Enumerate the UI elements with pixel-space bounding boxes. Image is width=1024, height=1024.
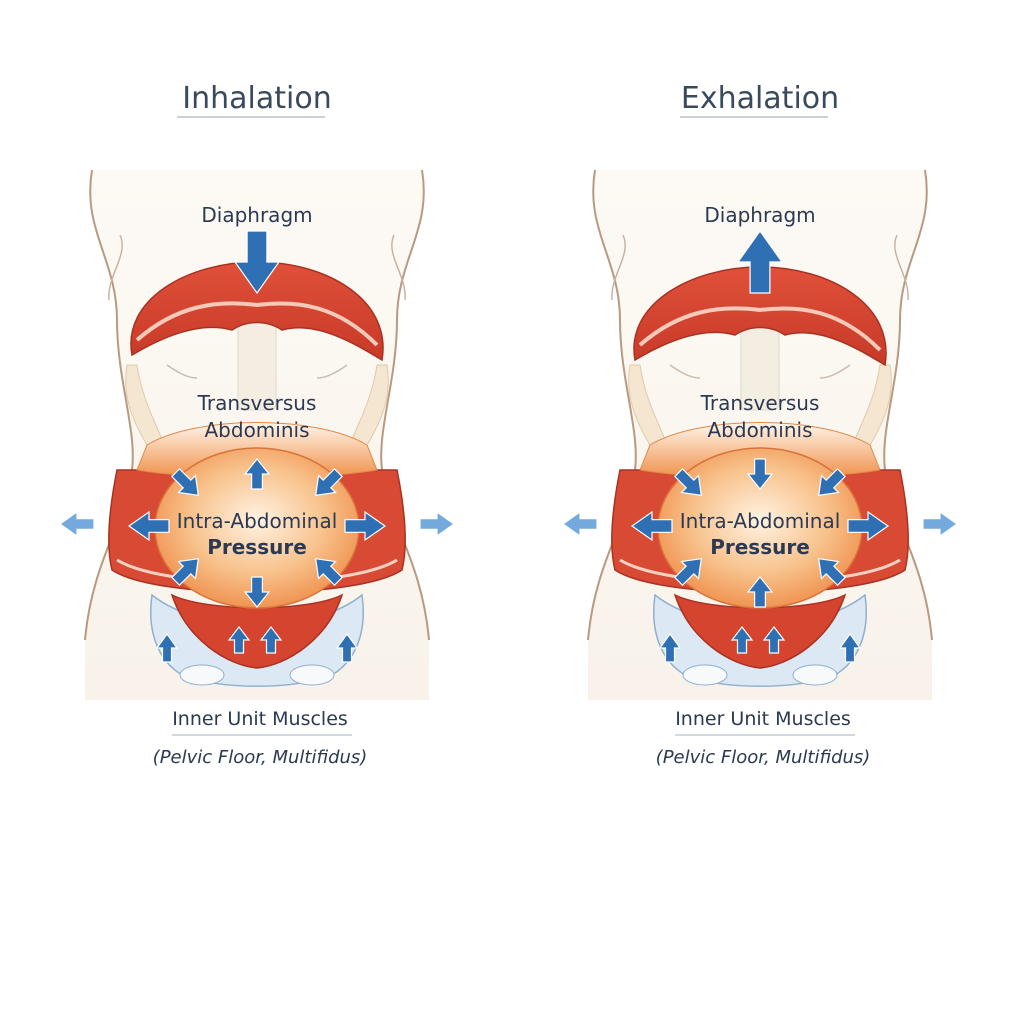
outer-left-arrow-icon: [58, 510, 95, 538]
iap-top-arrow-icon: [243, 458, 271, 490]
diaphragm-muscle: [130, 261, 384, 362]
arm-line: [894, 234, 909, 301]
side-right-arrow-icon: [847, 510, 890, 542]
torso-outline-right: [380, 169, 430, 641]
iap-diagonal-arrow-icon: [674, 557, 703, 586]
outer-right-arrow-icon: [419, 510, 456, 538]
pelvic-floor-up-arrow-icon: [730, 626, 754, 654]
diaphragm-down-arrow-icon: [233, 230, 281, 295]
rib-line: [819, 364, 851, 379]
pelvic-up-arrow-icon: [658, 632, 682, 663]
torso-outline-right: [883, 169, 933, 641]
pelvic-up-arrow-icon: [838, 632, 862, 663]
diaphragm-label: Diaphragm: [704, 203, 815, 227]
femur-head: [792, 664, 838, 686]
intra-abdominal-pressure-label: Pressure: [710, 535, 810, 559]
intra-abdominal-pressure-label: Intra-Abdominal: [177, 509, 338, 533]
panel-title: Inhalation: [182, 81, 331, 116]
inner-unit-muscles-label: Inner Unit Muscles: [675, 708, 851, 730]
iap-top-arrow-icon: [746, 458, 774, 490]
arm-line: [611, 234, 626, 301]
pelvic-floor-up-arrow-icon: [762, 626, 786, 654]
inner-unit-muscles-sublabel: (Pelvic Floor, Multifidus): [153, 747, 368, 768]
panel-title: Exhalation: [681, 81, 839, 116]
diaphragm-tendon: [638, 306, 882, 352]
diaphragm-tendon: [135, 301, 379, 347]
iap-diagonal-arrow-icon: [314, 557, 343, 586]
pelvic-floor-up-arrow-icon: [259, 626, 283, 654]
inner-unit-muscles-sublabel: (Pelvic Floor, Multifidus): [656, 747, 871, 768]
intra-abdominal-pressure-label: Pressure: [207, 535, 307, 559]
side-right-arrow-icon: [344, 510, 387, 542]
torso-outline-left: [587, 169, 637, 641]
iap-bottom-arrow-icon: [243, 576, 271, 608]
inhalation-panel: InhalationDiaphragmTransversusAbdominisI…: [58, 81, 456, 768]
transversus-abdominis-label: Transversus: [197, 391, 317, 415]
iap-diagonal-arrow-icon: [817, 557, 846, 586]
diaphragm-label: Diaphragm: [201, 203, 312, 227]
inner-unit-muscles-label: Inner Unit Muscles: [172, 708, 348, 730]
femur-head: [289, 664, 335, 686]
side-left-arrow-icon: [630, 510, 673, 542]
iap-diagonal-arrow-icon: [171, 557, 200, 586]
iap-diagonal-arrow-icon: [314, 468, 343, 497]
arm-line: [108, 234, 123, 301]
pelvic-floor-up-arrow-icon: [227, 626, 251, 654]
outer-right-arrow-icon: [922, 510, 959, 538]
rib-line: [669, 364, 701, 379]
exhalation-panel: ExhalationDiaphragmTransversusAbdominisI…: [561, 81, 959, 768]
pelvic-up-arrow-icon: [335, 632, 359, 663]
femur-head: [179, 664, 225, 686]
arm-line: [391, 234, 406, 301]
transversus-abdominis-label: Transversus: [700, 391, 820, 415]
femur-head: [682, 664, 728, 686]
transversus-abdominis-label: Abdominis: [205, 418, 310, 442]
side-left-arrow-icon: [127, 510, 170, 542]
outer-left-arrow-icon: [561, 510, 598, 538]
transversus-abdominis-label: Abdominis: [708, 418, 813, 442]
torso-outline-left: [84, 169, 134, 641]
rib-line: [166, 364, 198, 379]
iap-bottom-arrow-icon: [746, 576, 774, 608]
iap-diagonal-arrow-icon: [171, 468, 200, 497]
iap-diagonal-arrow-icon: [817, 468, 846, 497]
intra-abdominal-pressure-label: Intra-Abdominal: [680, 509, 841, 533]
pelvic-up-arrow-icon: [155, 632, 179, 663]
diaphragm-up-arrow-icon: [736, 229, 784, 294]
iap-diagonal-arrow-icon: [674, 468, 703, 497]
rib-line: [316, 364, 348, 379]
diaphragm-muscle: [633, 266, 887, 367]
